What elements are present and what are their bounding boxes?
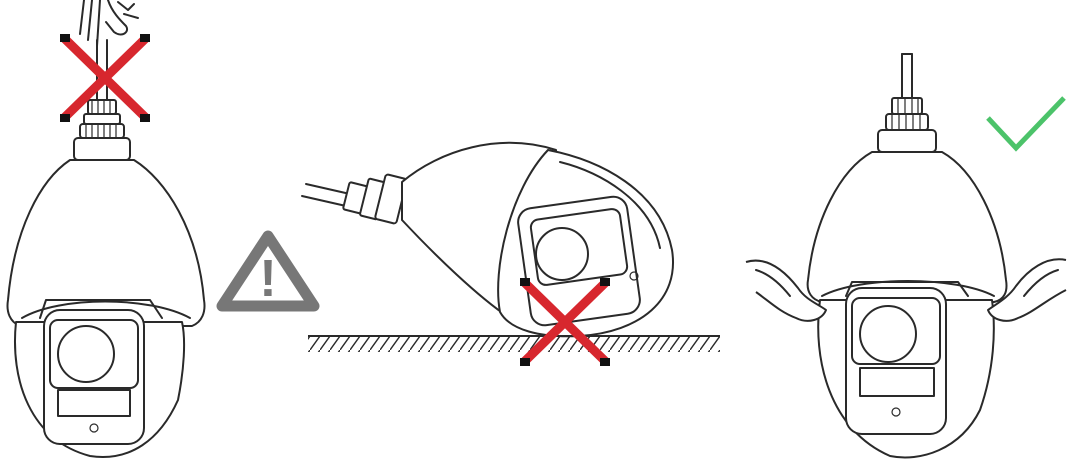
- cable-gland: [74, 100, 130, 160]
- cable: [302, 184, 350, 206]
- panel-place-on-surface: [302, 143, 720, 366]
- cable-gland: [878, 98, 936, 152]
- dome-housing: [808, 152, 1007, 302]
- ground-surface: [308, 336, 720, 352]
- cable: [902, 54, 912, 98]
- cable-gland: [343, 174, 407, 224]
- green-check-icon: [988, 98, 1064, 148]
- camera-head: [15, 300, 184, 457]
- panel-hold-by-cable: [8, 0, 205, 457]
- panel-hold-by-body: [746, 54, 1066, 457]
- warning-icon: !: [222, 236, 314, 308]
- hand-gripping-cable: [80, 0, 138, 46]
- camera-head: [818, 282, 994, 457]
- warning-exclamation: !: [259, 250, 276, 308]
- dome-housing: [8, 160, 205, 326]
